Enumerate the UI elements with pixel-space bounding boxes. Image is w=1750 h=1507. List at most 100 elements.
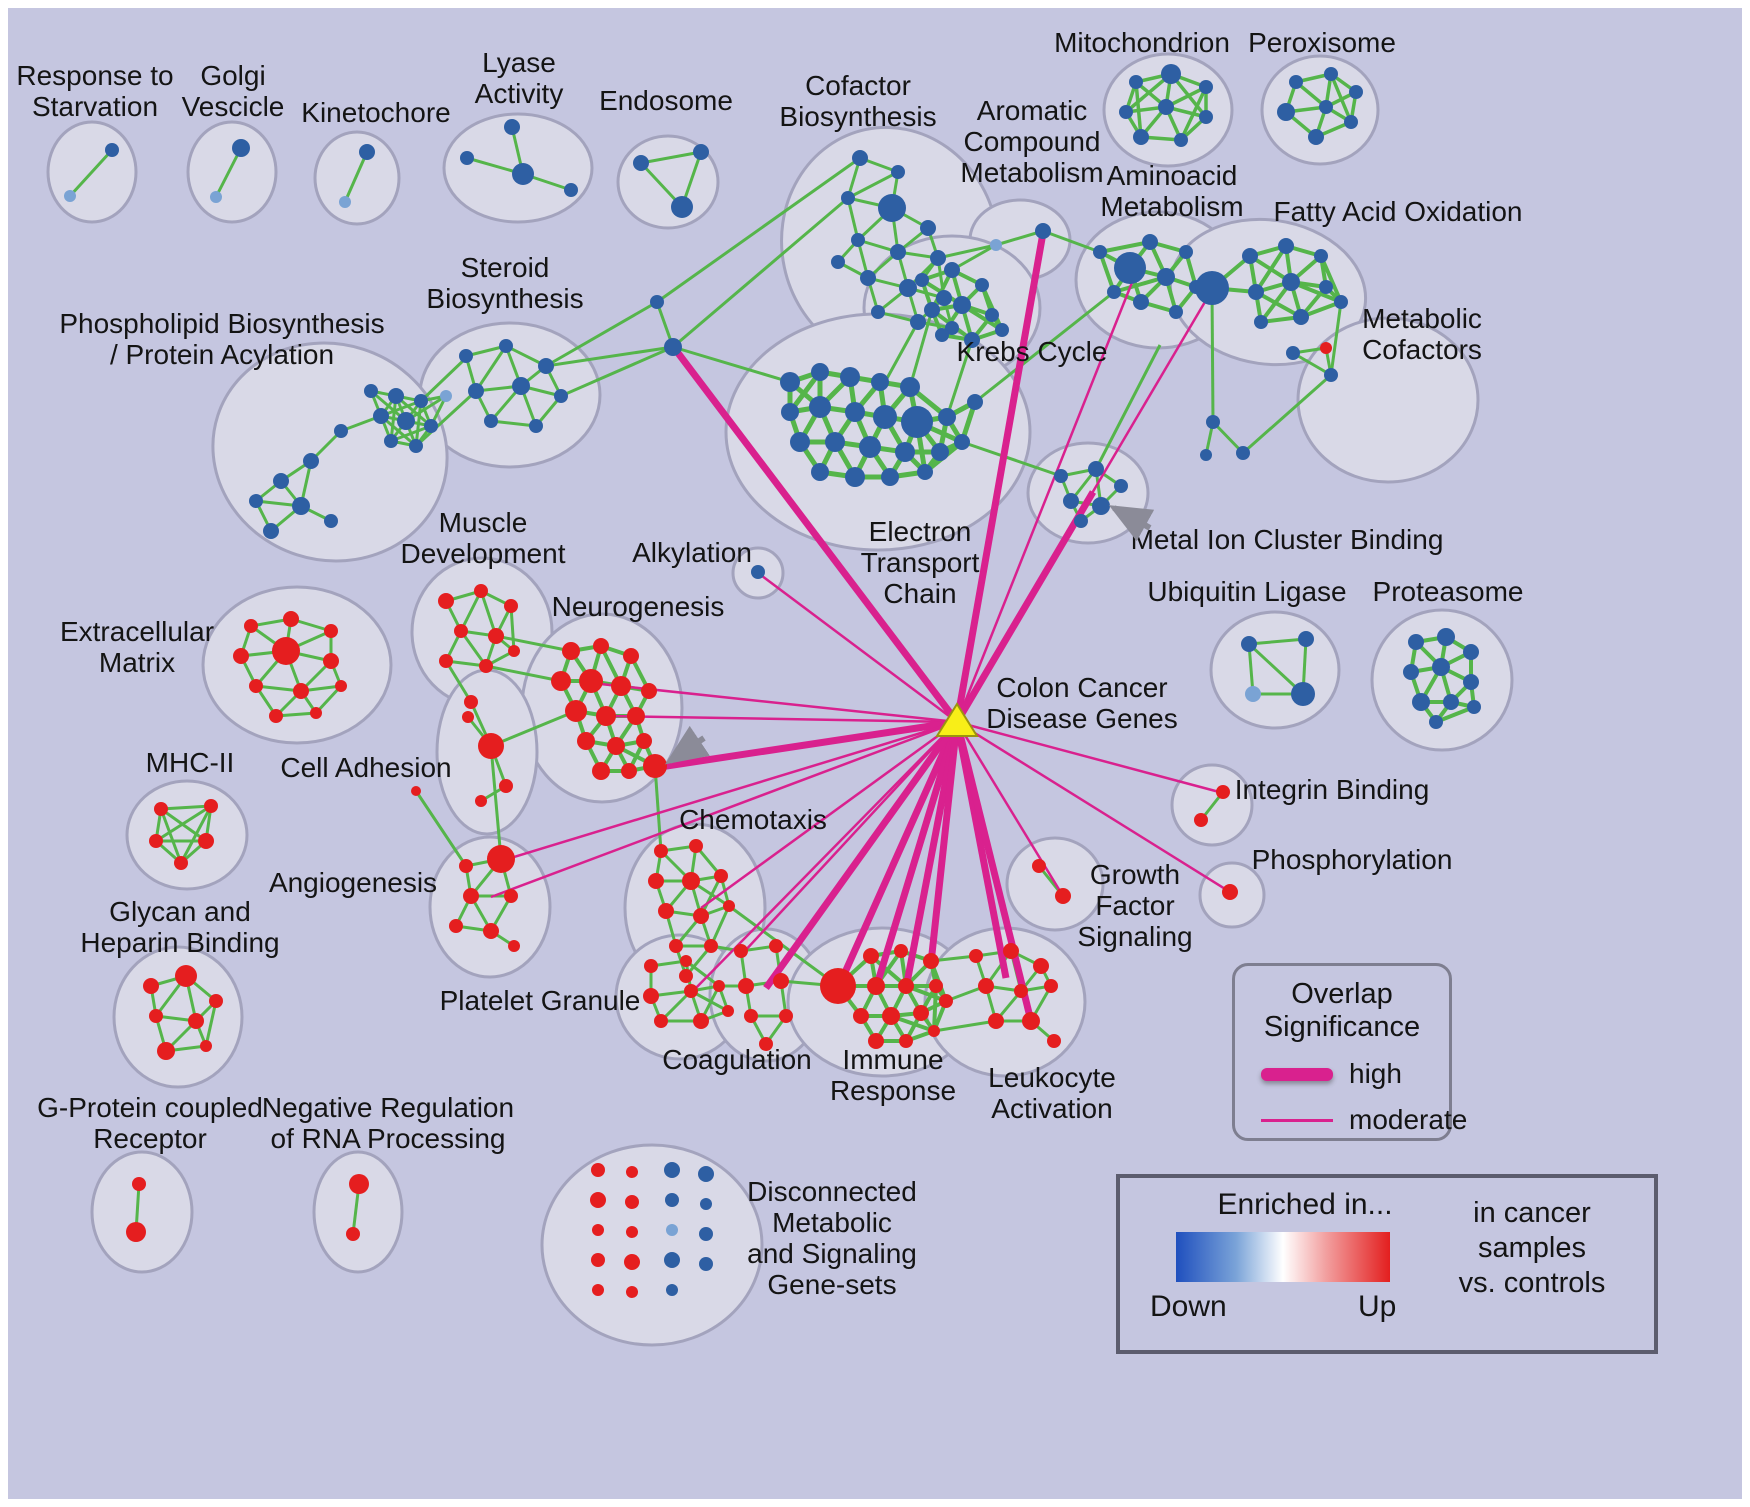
cluster-cell-adhesion-label: Cell Adhesion — [280, 752, 451, 783]
angiogenesis-node — [459, 859, 473, 873]
disconnected-gene-sets-node — [591, 1163, 605, 1177]
extracellular-matrix-node — [310, 707, 322, 719]
alkylation-node — [751, 565, 765, 579]
extracellular-matrix-node — [283, 611, 299, 627]
gene-set-edge — [1254, 244, 1288, 294]
inter-cluster-edge — [485, 664, 562, 683]
cofactor-biosynthesis-node — [851, 233, 865, 247]
gene-set-edge — [709, 905, 731, 947]
steroid-biosynthesis-node — [499, 339, 513, 353]
extracellular-matrix-node — [244, 619, 258, 633]
phospholipid-biosynthesis-node — [373, 408, 389, 424]
fatty-acid-oxidation-node — [1278, 238, 1294, 254]
mitochondrion-node — [1174, 133, 1188, 147]
immune-response-node — [929, 979, 943, 993]
immune-response-node — [913, 1005, 929, 1021]
mhc-ii-node — [198, 833, 214, 849]
electron-transport-chain-node — [845, 402, 865, 422]
inter-cluster-edge — [937, 243, 997, 260]
layer-annot — [665, 505, 1155, 765]
aminoacid-metabolism-node — [1093, 245, 1107, 259]
moderate-significance-line-sample — [1261, 1118, 1333, 1122]
peroxisome-node — [1349, 85, 1363, 99]
chemotaxis-node — [654, 844, 668, 858]
inter-cluster-edge — [1242, 373, 1332, 455]
overlap-edge-moderate — [700, 720, 958, 910]
platelet-granule-node — [722, 1005, 734, 1017]
steroid-biosynthesis-node — [468, 383, 484, 399]
electron-transport-chain-node — [825, 432, 845, 452]
glycan-heparin-binding-node — [143, 978, 159, 994]
gene-set-edge — [179, 805, 213, 864]
platelet-granule-node — [643, 988, 659, 1004]
immune-response-node — [928, 1025, 940, 1037]
leukocyte-activation-node — [969, 949, 983, 963]
neurogenesis-node — [636, 733, 652, 749]
muscle-development-node — [504, 599, 518, 613]
ubiquitin-ligase-node — [1298, 631, 1314, 647]
electron-transport-chain-node — [931, 443, 949, 461]
cluster-platelet-granule-label: Platelet Granule — [440, 985, 641, 1016]
aminoacid-metabolism-node — [1169, 305, 1183, 319]
gene-set-edge — [490, 419, 537, 428]
cluster-chemotaxis-label: Chemotaxis — [679, 804, 827, 835]
cluster-peroxisome-label: Peroxisome — [1248, 27, 1396, 58]
cofactor-biosynthesis-node — [871, 305, 885, 319]
muscle-development-node — [438, 593, 454, 609]
angiogenesis-node — [449, 919, 463, 933]
gene-set-edge — [932, 985, 938, 1032]
growth-factor-signaling-node — [1032, 859, 1046, 873]
cluster-glycan-heparin-binding-region — [112, 945, 244, 1089]
cluster-disconnected-gene-sets-region — [540, 1143, 764, 1347]
inter-cluster-edge — [933, 1019, 997, 1033]
disconnected-gene-sets-node — [664, 1162, 680, 1178]
cofactor-biosynthesis-node — [831, 255, 845, 269]
cluster-angiogenesis-label: Angiogenesis — [269, 867, 437, 898]
overlap-edge-moderate — [742, 721, 958, 954]
fatty-acid-oxidation-node — [1254, 315, 1268, 329]
fatty-acid-oxidation-node — [1293, 309, 1309, 325]
phospholipid-biosynthesis-node — [263, 523, 279, 539]
coagulation-node — [734, 944, 748, 958]
cofactor-biosynthesis-node — [860, 270, 876, 286]
disconnected-gene-sets-node — [626, 1166, 638, 1178]
chemotaxis-node — [658, 903, 674, 919]
inter-cluster-edge — [444, 660, 473, 703]
immune-response-node — [882, 1007, 900, 1025]
cluster-phospholipid-biosynthesis-label: Phospholipid Biosynthesis/ Protein Acyla… — [59, 308, 384, 370]
proteasome-node — [1408, 634, 1424, 650]
cofactor-biosynthesis-node — [890, 244, 906, 260]
gene-set-edge — [214, 147, 243, 198]
inter-cluster-edge — [945, 339, 974, 418]
leukocyte-activation-node — [1003, 943, 1019, 959]
gene-set-edge — [1248, 637, 1307, 646]
inter-cluster-edge — [545, 300, 658, 368]
cluster-proteasome-region — [1370, 608, 1514, 752]
cofactor-biosynthesis-node — [920, 220, 936, 236]
extracellular-matrix-node — [233, 648, 249, 664]
neurogenesis-node — [596, 706, 616, 726]
gene-set-edge — [685, 959, 720, 988]
legend-item-high: high — [1261, 1058, 1449, 1090]
muscle-development-node — [488, 628, 504, 644]
gene-set-edge — [1319, 255, 1343, 303]
platelet-granule-node — [654, 1014, 668, 1028]
inter-cluster-edge — [951, 243, 997, 272]
peroxisome-node — [1324, 67, 1338, 81]
inter-cluster-edge — [656, 156, 861, 304]
proteasome-node — [1432, 658, 1450, 676]
mitochondrion-node — [1199, 80, 1213, 94]
cluster-g-protein-coupled-receptor-region — [90, 1150, 194, 1274]
disconnected-gene-sets-node — [624, 1254, 640, 1270]
gene-set-edge — [1113, 275, 1167, 294]
inter-cluster-edge — [883, 321, 920, 383]
gene-set-edge — [1255, 290, 1302, 319]
coagulation-node — [738, 978, 754, 994]
immune-response-node — [868, 1033, 884, 1049]
chemotaxis-node — [679, 969, 693, 983]
gene-set-edge — [1098, 251, 1116, 293]
